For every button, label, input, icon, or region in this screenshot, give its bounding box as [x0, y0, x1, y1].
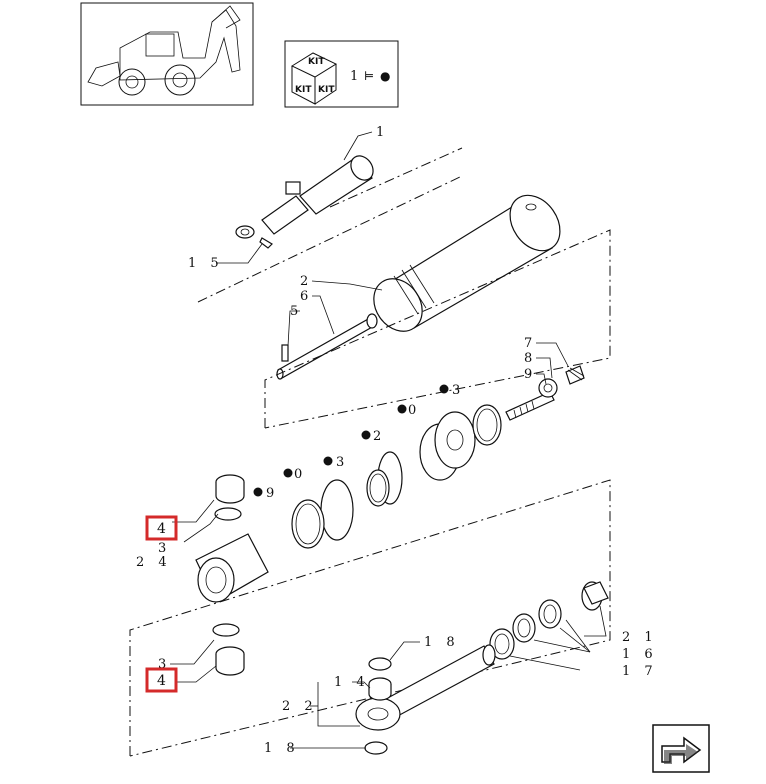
kit-dot [323, 456, 333, 466]
callouts: 1 1 5 2 6 5 7 8 9 3 0 2 0 3 9 2 4 3 3 2 … [136, 125, 658, 756]
kit-dot [439, 384, 449, 394]
relief-valve [505, 365, 585, 421]
ring [368, 657, 392, 671]
piston [291, 404, 502, 549]
callout-10: 0 [408, 403, 421, 418]
cylinder-assembly [197, 147, 463, 303]
callout-16: 1 6 [622, 647, 658, 662]
callout-22: 2 2 [282, 699, 318, 714]
rod-eye [355, 644, 496, 755]
callout-7: 7 [524, 336, 537, 351]
kit-dot [397, 404, 407, 414]
thumbnail-frame [80, 2, 254, 106]
next-page-arrow-icon[interactable] [652, 724, 710, 773]
backup-ring [291, 499, 325, 549]
barrel [373, 194, 561, 332]
callout-13a: 3 [452, 383, 465, 398]
callout-3a: 3 [158, 541, 171, 556]
kit-dot [361, 430, 371, 440]
callout-20: 0 [294, 467, 307, 482]
pin [281, 344, 289, 362]
callout-6: 6 [300, 289, 313, 304]
highlight-box-4-lower [145, 667, 178, 693]
kit-label-left: KIT [295, 85, 312, 95]
callout-3b: 3 [158, 657, 171, 672]
ring [214, 507, 242, 521]
rod-seals [489, 581, 609, 660]
callout-18b: 1 8 [264, 741, 300, 756]
highlight-box-4-upper [145, 515, 178, 541]
callout-4-lower: 4 [157, 673, 166, 689]
callout-15: 1 5 [188, 256, 224, 271]
callout-2: 2 [300, 274, 313, 289]
ring [212, 623, 240, 637]
seal-ring [366, 469, 390, 507]
o-ring [320, 479, 354, 541]
callout-18a: 1 8 [424, 635, 460, 650]
callout-14: 1 4 [334, 675, 370, 690]
kit-bullet: ● [380, 69, 390, 83]
kit-qty: 1 [350, 69, 358, 84]
kit-dot [283, 468, 293, 478]
callout-17: 1 7 [622, 664, 658, 679]
callout-4-upper: 4 [157, 521, 166, 537]
ring [364, 741, 388, 755]
seal-ring [472, 404, 502, 446]
kit-frame [284, 40, 399, 108]
highlighted-callouts: 4 4 [145, 515, 178, 693]
callout-5: 5 [290, 304, 303, 319]
callout-24: 2 4 [136, 555, 172, 570]
machine-thumbnail [80, 2, 254, 106]
callout-8: 8 [524, 351, 537, 366]
backhoe-loader-icon [87, 5, 241, 96]
cylinder-head [195, 474, 269, 676]
kit-label-right: KIT [318, 85, 335, 95]
piston-rod [276, 313, 378, 380]
callout-1: 1 [376, 125, 389, 140]
callout-13b: 3 [336, 455, 349, 470]
kit-label-top: KIT [308, 57, 325, 67]
kit-symbol: ⊨ [364, 69, 374, 83]
kit-box: KIT KIT KIT 1 ⊨ ● [284, 40, 399, 108]
callout-12: 2 [373, 429, 386, 444]
callout-21: 2 1 [622, 630, 658, 645]
kit-dot [253, 487, 263, 497]
callout-9: 9 [524, 367, 537, 382]
callout-19: 9 [266, 486, 279, 501]
leader-lines [170, 131, 607, 749]
